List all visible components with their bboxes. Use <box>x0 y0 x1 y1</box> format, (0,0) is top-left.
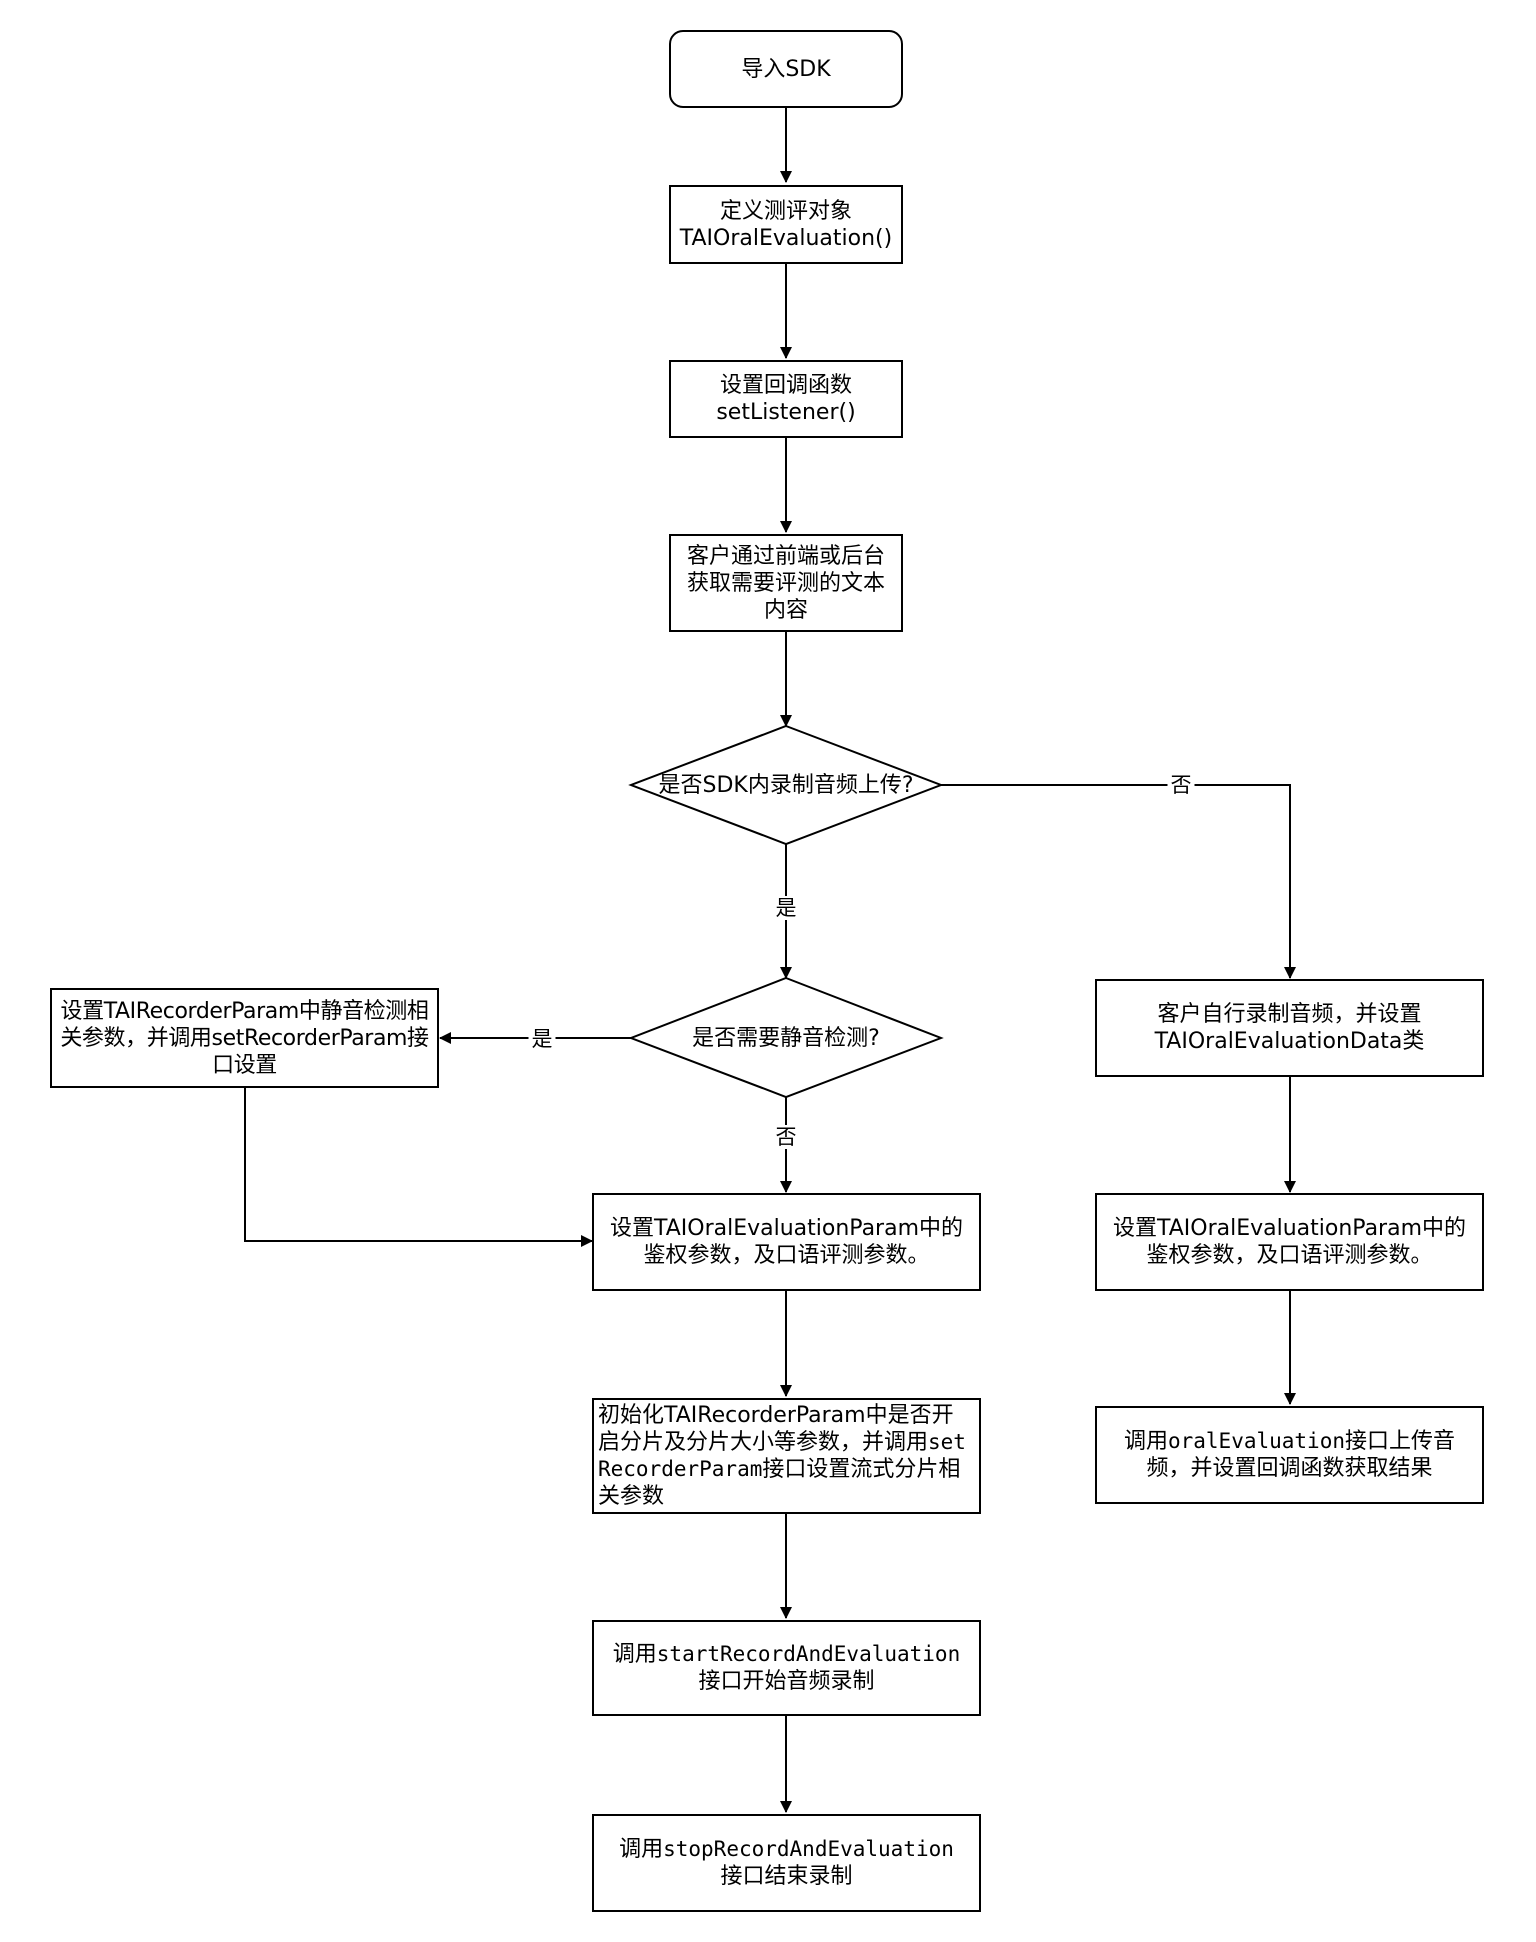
node-oral-eval-prefix: 调用 <box>1123 1429 1168 1454</box>
decision-record-label: 是否SDK内录制音频上传? <box>658 772 914 798</box>
decision-record: 是否SDK内录制音频上传? <box>631 765 941 805</box>
node-start-record-code: startRecordAndEvaluation <box>656 1642 961 1666</box>
node-start-record-line2: 接口开始音频录制 <box>698 1669 875 1694</box>
node-start-record: 调用startRecordAndEvaluation 接口开始音频录制 <box>592 1620 981 1716</box>
node-import-sdk-label: 导入SDK <box>741 56 831 82</box>
node-get-text: 客户通过前端或后台获取需要评测的文本内容 <box>669 534 903 632</box>
node-define-object-line2: TAIOralEvaluation() <box>679 225 893 251</box>
node-silence-params: 设置TAIRecorderParam中静音检测相关参数，并调用setRecord… <box>50 988 439 1088</box>
node-set-listener-line1: 设置回调函数 <box>719 373 852 398</box>
node-set-listener: 设置回调函数 setListener() <box>669 360 903 438</box>
node-stop-record-line2: 接口结束录制 <box>720 1864 853 1889</box>
edge-label-yes-silence: 是 <box>528 1027 556 1051</box>
node-auth-params-right-label: 设置TAIOralEvaluationParam中的鉴权参数，及口语评测参数。 <box>1112 1216 1467 1268</box>
node-get-text-label: 客户通过前端或后台获取需要评测的文本内容 <box>686 543 885 623</box>
node-stop-record-prefix: 调用 <box>619 1837 664 1862</box>
decision-silence-label: 是否需要静音检测? <box>692 1025 880 1051</box>
decision-silence-shape <box>628 976 944 1099</box>
node-define-object: 定义测评对象 TAIOralEvaluation() <box>669 185 903 264</box>
node-set-listener-line2: setListener() <box>716 400 856 425</box>
node-init-recorder-prefix: 初始化TAIRecorderParam中是否开启分片及分片大小等参数，并调用 <box>598 1403 954 1455</box>
node-oral-eval: 调用oralEvaluation接口上传音频，并设置回调函数获取结果 <box>1095 1406 1484 1504</box>
edge-decision-no <box>941 784 1296 979</box>
edge-label-yes-record: 是 <box>772 896 800 920</box>
node-silence-params-label: 设置TAIRecorderParam中静音检测相关参数，并调用setRecord… <box>60 998 429 1078</box>
decision-record-shape <box>628 724 944 846</box>
node-init-recorder-suffix: 接口设置流式分片相关参数 <box>598 1457 961 1509</box>
node-define-object-line1: 定义测评对象 <box>719 198 852 224</box>
edge-label-no-silence: 否 <box>772 1125 800 1149</box>
node-stop-record: 调用stopRecordAndEvaluation 接口结束录制 <box>592 1814 981 1912</box>
edge-label-no-record: 否 <box>1167 773 1195 797</box>
node-start-record-prefix: 调用 <box>612 1642 657 1667</box>
node-custom-record-line1: 客户自行录制音频，并设置 <box>1157 1002 1422 1027</box>
node-auth-params-right: 设置TAIOralEvaluationParam中的鉴权参数，及口语评测参数。 <box>1095 1193 1484 1291</box>
node-init-recorder-code: setRecorderParam <box>598 1430 966 1481</box>
node-init-recorder: 初始化TAIRecorderParam中是否开启分片及分片大小等参数，并调用se… <box>592 1398 981 1514</box>
node-import-sdk: 导入SDK <box>669 30 903 108</box>
node-oral-eval-code: oralEvaluation <box>1167 1429 1345 1453</box>
node-stop-record-code: stopRecordAndEvaluation <box>663 1837 954 1861</box>
node-custom-record: 客户自行录制音频，并设置 TAIOralEvaluationData类 <box>1095 979 1484 1077</box>
decision-silence: 是否需要静音检测? <box>631 1018 941 1058</box>
node-oral-eval-suffix: 接口上传音频，并设置回调函数获取结果 <box>1146 1429 1456 1481</box>
node-custom-record-line2: TAIOralEvaluationData类 <box>1154 1029 1425 1054</box>
node-auth-params-left: 设置TAIOralEvaluationParam中的鉴权参数，及口语评测参数。 <box>592 1193 981 1291</box>
node-auth-params-left-label: 设置TAIOralEvaluationParam中的鉴权参数，及口语评测参数。 <box>609 1216 964 1268</box>
edge-silenceparams-to-auth <box>244 1088 593 1247</box>
